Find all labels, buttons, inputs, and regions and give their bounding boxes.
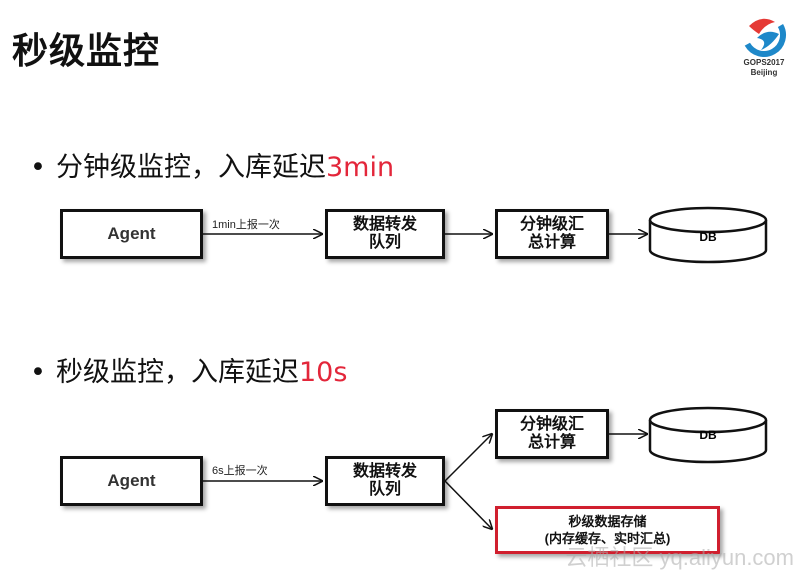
storage-label-line1: 秒级数据存储 <box>568 514 647 529</box>
bullet-dot: • <box>30 152 46 183</box>
storage-label-line2: (内存缓存、实时汇总) <box>544 531 671 546</box>
queue-box-1: 数据转发 队列 <box>325 209 445 259</box>
db-cylinder-1 <box>648 206 768 264</box>
queue-label-line2: 队列 <box>368 234 401 251</box>
bullet-highlight: 10s <box>299 357 348 388</box>
queue-box-2: 数据转发 队列 <box>325 456 445 506</box>
queue-label-line2: 队列 <box>368 481 401 498</box>
bullet-text: 分钟级监控，入库延迟 <box>56 152 326 183</box>
gops-logo: GOPS2017 Beijing <box>735 12 793 78</box>
bullet-minute-monitoring: • 分钟级监控，入库延迟3min <box>30 145 394 184</box>
bullet-dot: • <box>30 357 46 388</box>
agg-label-line1: 分钟级汇 <box>519 216 584 233</box>
watermark: 云栖社区 yq.aliyun.com <box>565 545 794 570</box>
gops-logo-icon <box>742 12 786 57</box>
queue-label-line1: 数据转发 <box>352 463 417 480</box>
agg-label-line2: 总计算 <box>527 434 576 451</box>
agent-label: Agent <box>107 224 156 243</box>
agent-box-2: Agent <box>60 456 203 506</box>
bullet-second-monitoring: • 秒级监控，入库延迟10s <box>30 350 347 389</box>
bullet-text: 秒级监控，入库延迟 <box>56 357 299 388</box>
aggregation-box-1: 分钟级汇 总计算 <box>495 209 609 259</box>
agent-label: Agent <box>107 471 156 490</box>
db-label-1: DB <box>699 230 717 244</box>
agent-box-1: Agent <box>60 209 203 259</box>
bullet-highlight: 3min <box>326 152 395 183</box>
agg-label-line2: 总计算 <box>527 234 576 251</box>
slide-title: 秒级监控 <box>12 31 161 72</box>
agg-label-line1: 分钟级汇 <box>519 416 584 433</box>
edge-label-1min: 1min上报一次 <box>212 219 280 231</box>
logo-text-city: Beijing <box>750 68 778 77</box>
db-label-2: DB <box>699 428 717 442</box>
edge-queue-to-agg-2 <box>444 434 492 482</box>
edge-label-6s: 6s上报一次 <box>212 465 268 477</box>
queue-label-line1: 数据转发 <box>352 216 417 233</box>
aggregation-box-2: 分钟级汇 总计算 <box>495 409 609 459</box>
edge-queue-to-store-2 <box>444 480 492 529</box>
logo-text-event: GOPS2017 <box>743 58 785 67</box>
db-cylinder-2 <box>648 406 768 464</box>
second-level-storage-box: 秒级数据存储 (内存缓存、实时汇总) <box>495 506 720 554</box>
